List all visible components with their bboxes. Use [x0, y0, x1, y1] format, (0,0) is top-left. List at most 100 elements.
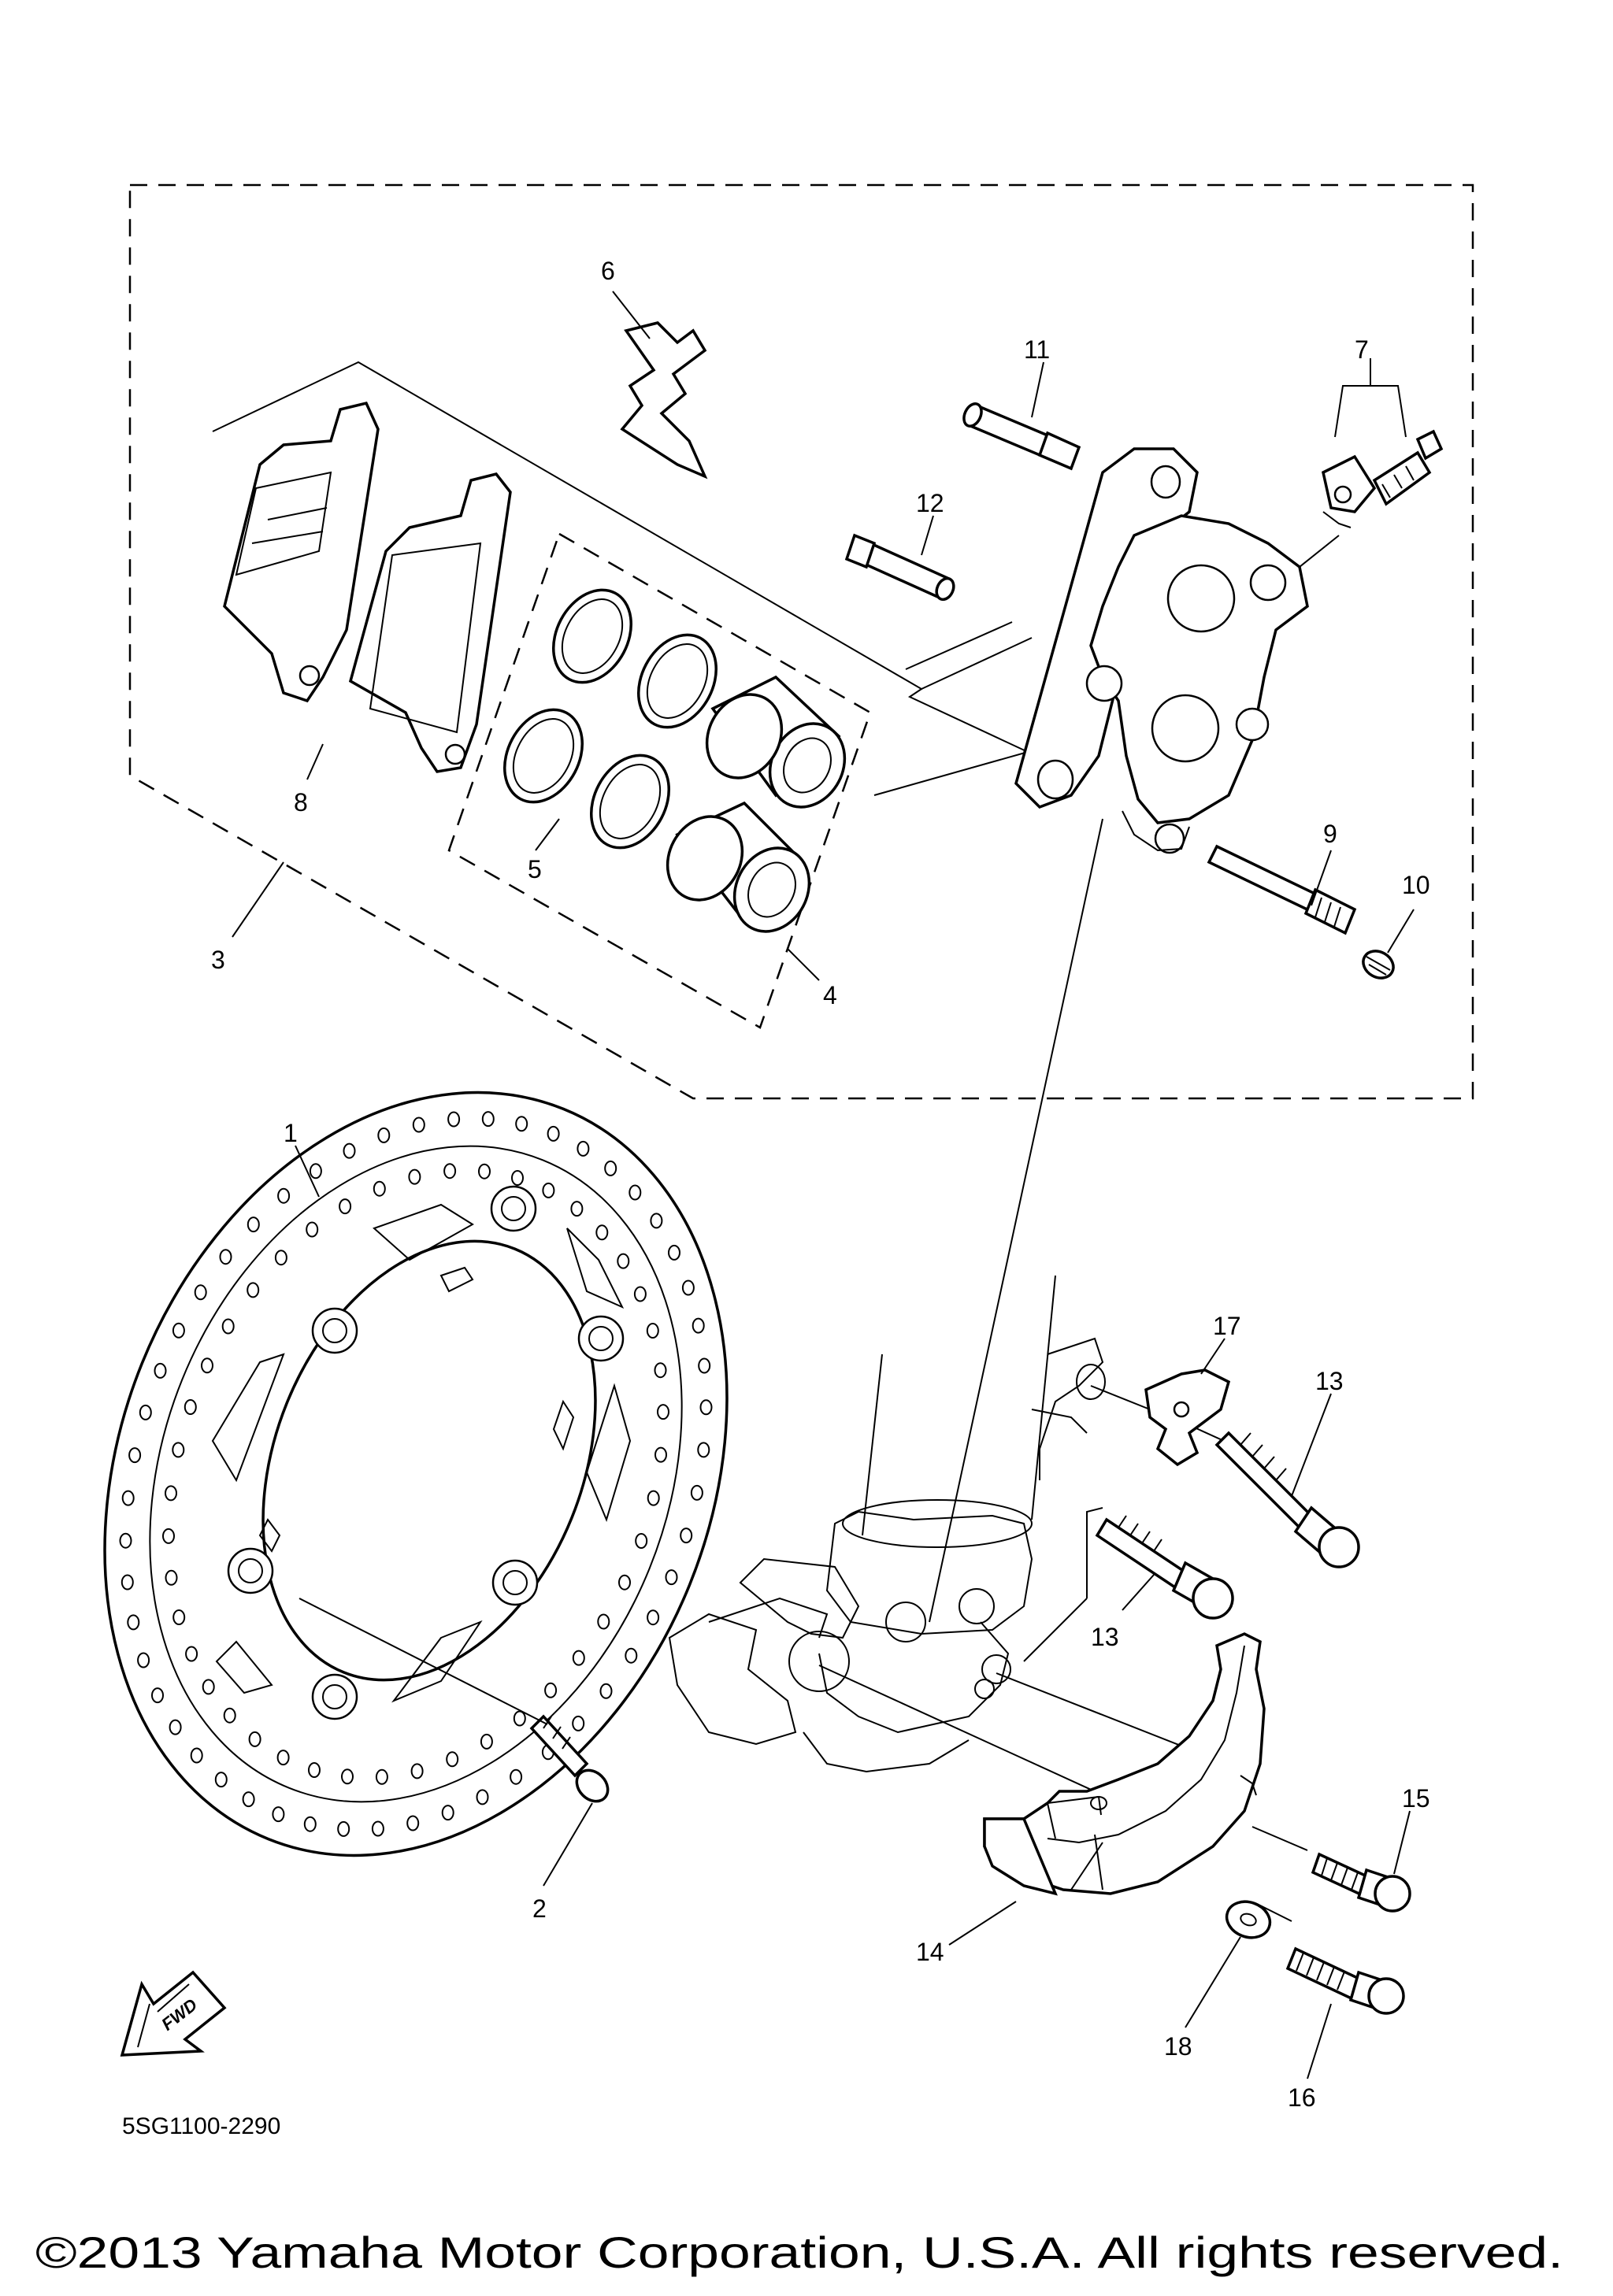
vent-hole	[339, 1198, 352, 1215]
vent-hole	[375, 1768, 388, 1785]
vent-hole	[121, 1490, 135, 1506]
vent-hole	[690, 1484, 703, 1501]
vent-hole	[165, 1485, 177, 1502]
vent-hole	[625, 1647, 638, 1664]
callout-13b: 13	[1091, 1623, 1119, 1651]
vent-hole	[443, 1163, 457, 1179]
vent-hole	[680, 1528, 693, 1544]
piston-seals	[502, 588, 718, 850]
disc-vent-holes	[119, 1111, 713, 1837]
washer	[1225, 1900, 1272, 1939]
vent-hole	[277, 1187, 291, 1204]
callout-6: 6	[601, 257, 615, 285]
caliper-bolt-upper	[1214, 1431, 1360, 1568]
vent-hole	[654, 1446, 667, 1463]
callout-17: 17	[1213, 1312, 1241, 1340]
vent-hole	[247, 1282, 260, 1298]
vent-hole	[654, 1362, 667, 1379]
fork-leg	[668, 1275, 1106, 1773]
callout-1: 1	[284, 1119, 298, 1147]
vent-hole	[597, 1613, 610, 1630]
vent-hole	[572, 1650, 585, 1666]
vent-hole	[446, 1751, 459, 1768]
pad-pin	[962, 402, 1081, 471]
vent-hole	[137, 1652, 150, 1668]
vent-hole	[646, 1323, 659, 1339]
vent-hole	[172, 1322, 185, 1339]
vent-hole	[303, 1816, 317, 1832]
callout-11: 11	[1024, 335, 1050, 364]
vent-hole	[127, 1614, 140, 1631]
vent-hole	[412, 1117, 425, 1133]
callout-13a: 13	[1315, 1367, 1344, 1395]
callout-4: 4	[823, 981, 837, 1009]
vent-hole	[406, 1815, 420, 1831]
callout-16: 16	[1288, 2083, 1316, 2112]
vent-hole	[185, 1646, 198, 1662]
brake-disc	[103, 1091, 729, 1857]
caliper-assembly-boundary	[128, 183, 1474, 1100]
vent-hole	[665, 1569, 678, 1586]
vent-hole	[201, 1357, 213, 1374]
brake-pad-inner	[348, 472, 512, 773]
vent-hole	[510, 1768, 523, 1785]
vent-hole	[570, 1201, 584, 1217]
fwd-arrow-icon: FWD	[120, 1970, 227, 2057]
vent-hole	[408, 1168, 421, 1185]
vent-hole	[542, 1182, 555, 1198]
vent-hole	[629, 1184, 642, 1201]
callout-numbers: 1 2 3 4 5 6 7 8 9 10 11 12 13 13 14 15 1…	[211, 257, 1430, 2112]
pistons	[666, 675, 847, 933]
vent-hole	[447, 1111, 461, 1128]
vent-hole	[274, 1250, 287, 1266]
disc-bolt	[298, 1598, 610, 1803]
vent-hole	[139, 1404, 152, 1420]
caliper-pin	[1207, 844, 1357, 935]
vent-hole	[544, 1682, 558, 1698]
callout-2: 2	[532, 1894, 547, 1923]
vent-hole	[647, 1490, 660, 1506]
vent-hole	[151, 1687, 164, 1704]
caliper-bolt-lower	[1095, 1515, 1234, 1620]
vent-hole	[202, 1679, 215, 1695]
vent-hole	[371, 1820, 384, 1837]
vent-hole	[221, 1318, 235, 1335]
pad-spring	[620, 321, 708, 480]
bracket-piece	[1144, 1368, 1231, 1467]
vent-hole	[219, 1249, 232, 1265]
vent-hole	[242, 1791, 255, 1808]
vent-hole	[698, 1357, 711, 1374]
vent-hole	[154, 1362, 167, 1379]
vent-hole	[476, 1789, 489, 1805]
vent-hole	[276, 1750, 290, 1766]
disc-guard	[983, 1632, 1266, 1896]
vent-hole	[121, 1574, 134, 1591]
vent-hole	[513, 1710, 526, 1727]
vent-hole	[165, 1569, 178, 1586]
vent-hole	[337, 1820, 350, 1837]
diagram-code: 5SG1100-2290	[122, 2113, 280, 2139]
vent-hole	[309, 1163, 322, 1179]
vent-hole	[511, 1170, 524, 1186]
callout-15: 15	[1402, 1784, 1430, 1813]
callout-9: 9	[1323, 820, 1337, 848]
vent-hole	[128, 1447, 142, 1464]
vent-hole	[650, 1213, 663, 1229]
vent-hole	[441, 1805, 454, 1821]
vent-hole	[306, 1221, 319, 1238]
callout-8: 8	[294, 788, 308, 817]
vent-hole	[699, 1399, 713, 1416]
vent-hole	[647, 1609, 660, 1626]
callout-18: 18	[1164, 2032, 1192, 2061]
vent-hole	[410, 1763, 424, 1779]
vent-hole	[184, 1399, 197, 1415]
vent-hole	[617, 1253, 630, 1269]
vent-hole	[481, 1111, 495, 1128]
callout-12: 12	[916, 489, 944, 517]
vent-hole	[478, 1163, 491, 1179]
vent-hole	[668, 1244, 680, 1261]
vent-hole	[373, 1180, 386, 1197]
vent-hole	[377, 1127, 391, 1143]
vent-hole	[190, 1747, 203, 1764]
